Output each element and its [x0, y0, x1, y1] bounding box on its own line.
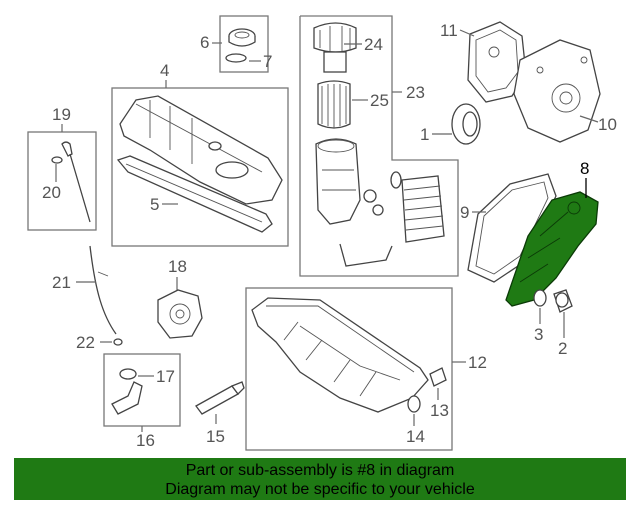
oil-cap-part[interactable]	[228, 28, 256, 47]
callout-11: 11	[440, 21, 458, 40]
parts-diagram: 6 7 4 5 19 20 21 22 18	[27, 15, 617, 451]
callout-7: 7	[263, 52, 272, 71]
oil-line-part[interactable]	[339, 243, 393, 267]
oil-pan-part[interactable]	[251, 297, 429, 413]
pan-drain-seal-part[interactable]	[407, 395, 421, 413]
valve-cover-gasket-part[interactable]	[116, 155, 273, 233]
oil-cap-seal-part[interactable]	[225, 53, 247, 63]
timing-cover-part[interactable]	[513, 39, 601, 143]
sensor-box	[103, 353, 181, 427]
drain-seal-part[interactable]	[533, 289, 547, 307]
callout-20: 20	[42, 183, 61, 202]
sensor-part[interactable]	[111, 381, 143, 415]
timing-cover-gasket-part[interactable]	[467, 21, 527, 103]
callout-10: 10	[598, 115, 617, 134]
oil-cooler-part[interactable]	[390, 171, 445, 243]
banner-line-2: Diagram may not be specific to your vehi…	[165, 481, 475, 498]
callout-15: 15	[206, 427, 225, 446]
filter-housing-box	[299, 15, 459, 277]
oil-filter-housing-part[interactable]	[315, 138, 384, 225]
callout-12: 12	[468, 353, 487, 372]
callout-22: 22	[76, 333, 95, 352]
valve-cover-part[interactable]	[119, 95, 283, 205]
callout-25: 25	[370, 91, 389, 110]
callout-8: 8	[580, 159, 589, 178]
callout-24: 24	[364, 35, 383, 54]
callout-1: 1	[420, 125, 429, 144]
callout-23: 23	[406, 83, 425, 102]
callout-19: 19	[52, 105, 71, 124]
oil-filter-cap-part[interactable]	[313, 22, 357, 73]
oil-pan-box	[245, 287, 453, 451]
callout-13: 13	[430, 401, 449, 420]
oil-cap-box	[219, 15, 269, 73]
dipstick-part[interactable]	[61, 141, 91, 223]
drain-plug-part[interactable]	[553, 289, 573, 313]
oil-filter-element-part[interactable]	[317, 80, 351, 129]
callout-3: 3	[534, 325, 543, 344]
crankshaft-seal-part[interactable]	[451, 103, 481, 145]
callout-17: 17	[156, 367, 175, 386]
callout-16: 16	[136, 431, 155, 450]
dipstick-seal-part[interactable]	[51, 156, 63, 164]
callout-2: 2	[558, 339, 567, 358]
tube-seal-part[interactable]	[113, 338, 123, 346]
sensor-seal-part[interactable]	[119, 368, 137, 380]
callout-6: 6	[200, 33, 209, 52]
info-banner: Part or sub-assembly is #8 in diagram Di…	[14, 458, 626, 500]
valve-cover-box	[111, 87, 289, 247]
callout-9: 9	[460, 203, 469, 222]
pan-drain-plug-part[interactable]	[429, 367, 447, 387]
callout-4: 4	[160, 61, 169, 80]
callout-5: 5	[150, 195, 159, 214]
sealant-tube-part[interactable]	[195, 381, 245, 415]
callout-14: 14	[406, 427, 425, 446]
dipstick-tube-part[interactable]	[89, 245, 117, 335]
banner-line-1: Part or sub-assembly is #8 in diagram	[185, 462, 455, 479]
water-pump-part[interactable]	[157, 289, 203, 339]
front-cover-part-highlighted[interactable]	[505, 191, 599, 307]
callout-18: 18	[168, 257, 187, 276]
callout-21: 21	[52, 273, 71, 292]
dipstick-box	[27, 131, 97, 231]
